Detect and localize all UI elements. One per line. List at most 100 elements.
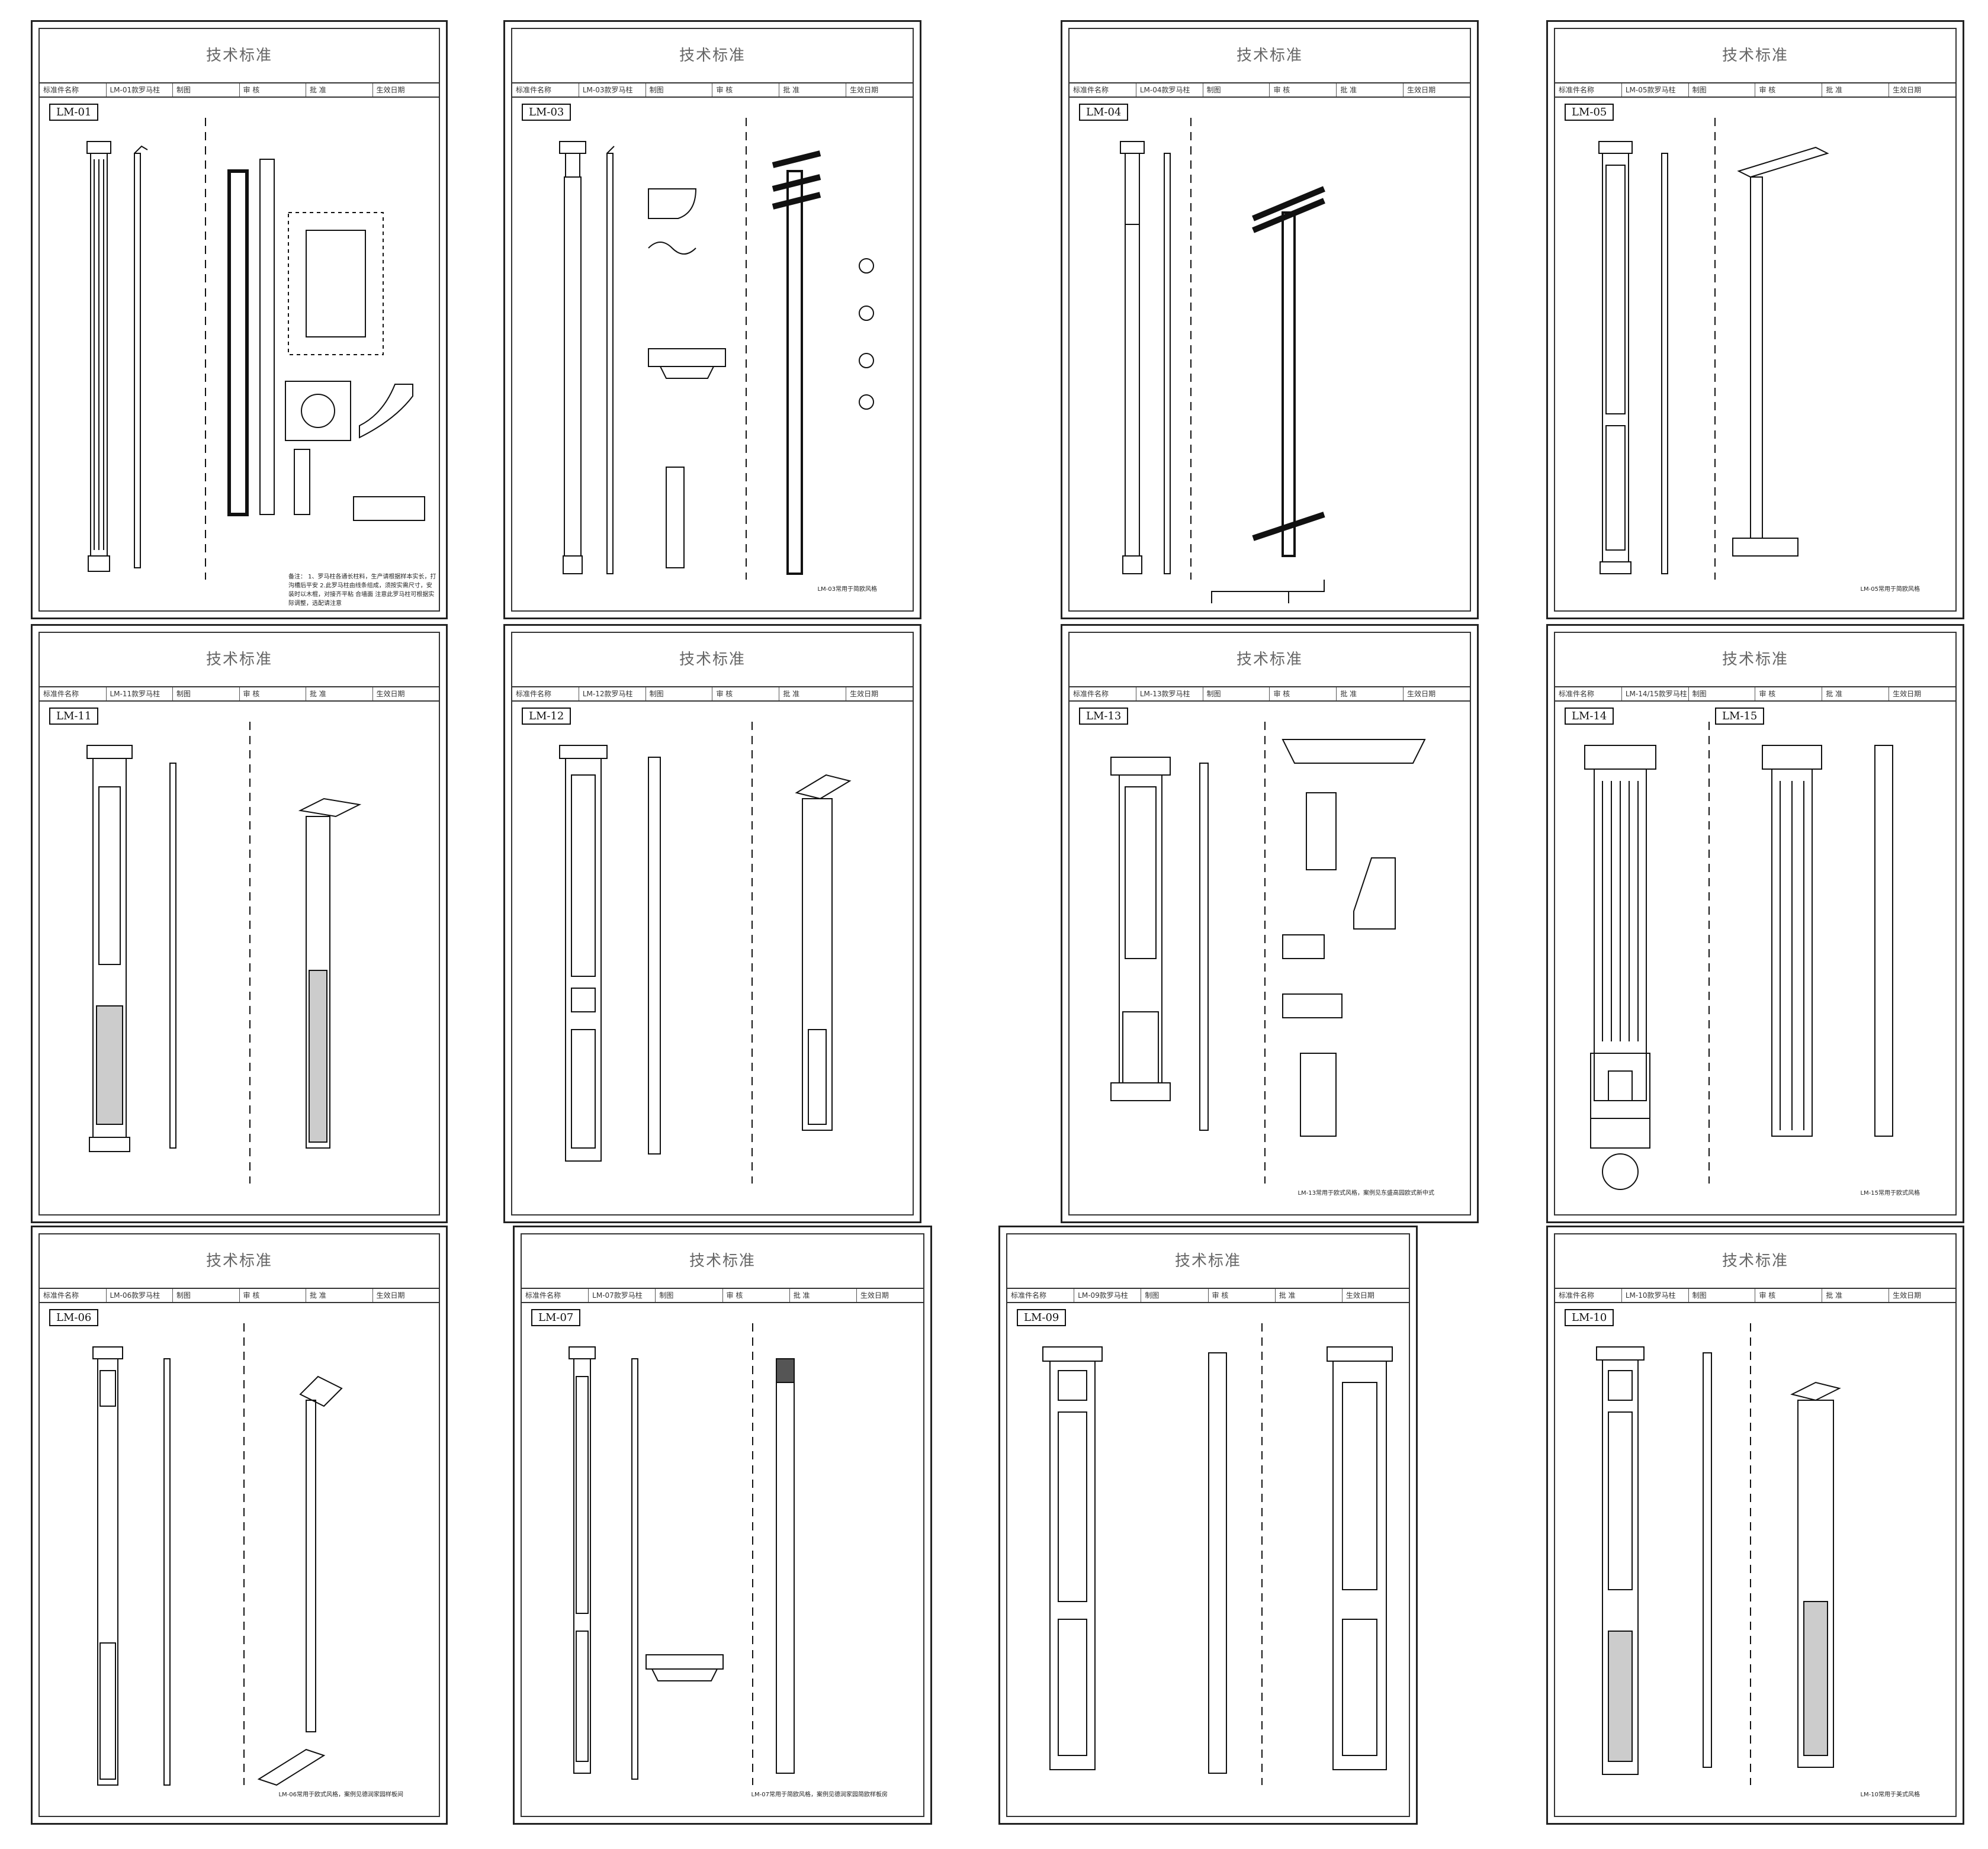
col-approve-label: 批 准: [790, 1289, 857, 1302]
col-review-label: 审 核: [712, 687, 780, 700]
title-block: 标准件名称 LM-06款罗马柱 制图 审 核 批 准 生效日期: [40, 1288, 439, 1303]
title-block: 标准件名称 LM-11款罗马柱 制图 审 核 批 准 生效日期: [40, 686, 439, 702]
sheet-frame: 技术标准 标准件名称 LM-12款罗马柱 制图 审 核 批 准 生效日期 LM-…: [511, 632, 914, 1215]
sheet-title: 技术标准: [689, 1252, 756, 1270]
col-drawing-label: 制图: [646, 687, 713, 700]
sheet-lm-03: 技术标准 标准件名称 LM-03款罗马柱 制图 审 核 批 准 生效日期 LM-…: [503, 20, 921, 619]
sheet-note: 备注： 1、罗马柱各通长柱料，生产请根据样本实长，打沟槽后平安 2.此罗马柱由线…: [288, 574, 436, 607]
sheet-lm-13: 技术标准 标准件名称 LM-13款罗马柱 制图 审 核 批 准 生效日期 LM-…: [1061, 624, 1479, 1223]
part-name: LM-07款罗马柱: [589, 1289, 656, 1302]
part-name: LM-10款罗马柱: [1622, 1289, 1689, 1302]
column-drawing: [1584, 722, 1893, 1190]
col-drawing-label: 制图: [173, 687, 240, 700]
col-approve-label: 批 准: [306, 1289, 373, 1302]
title-block: 标准件名称 LM-13款罗马柱 制图 审 核 批 准 生效日期: [1070, 686, 1470, 702]
sheet-lm-01: 技术标准 标准件名称 LM-01款罗马柱 制图 审 核 批 准 生效日期 LM-…: [31, 20, 448, 619]
title-block: 标准件名称 LM-10款罗马柱 制图 审 核 批 准 生效日期: [1555, 1288, 1955, 1303]
col-review-label: 审 核: [712, 83, 780, 97]
col-date-label: 生效日期: [1893, 1291, 1922, 1300]
column-drawing: [1598, 118, 1829, 580]
drawing-code: LM-01: [49, 104, 99, 121]
sheet-title: 技术标准: [679, 651, 746, 668]
drawing-code: LM-03: [522, 104, 571, 121]
col-review-label: 审 核: [240, 687, 306, 700]
part-name: LM-04款罗马柱: [1136, 83, 1203, 97]
col-name-label: 标准件名称: [40, 687, 107, 700]
col-name-label: 标准件名称: [1070, 687, 1136, 700]
col-name-label: 标准件名称: [1555, 83, 1622, 97]
col-name-label: 标准件名称: [522, 1289, 589, 1302]
column-drawing: [1110, 722, 1426, 1184]
sheet-frame: 技术标准 标准件名称 LM-04款罗马柱 制图 审 核 批 准 生效日期 LM-…: [1068, 28, 1471, 612]
col-review-label: 审 核: [1755, 83, 1823, 97]
col-date-label: 生效日期: [1345, 1291, 1374, 1300]
sheet-frame: 技术标准 标准件名称 LM-10款罗马柱 制图 审 核 批 准 生效日期 LM-…: [1554, 1233, 1957, 1817]
col-approve-label: 批 准: [306, 83, 373, 97]
title-block: 标准件名称 LM-07款罗马柱 制图 审 核 批 准 生效日期: [522, 1288, 923, 1303]
col-drawing-label: 制图: [656, 1289, 723, 1302]
col-drawing-label: 制图: [1689, 1289, 1756, 1302]
drawing-code: LM-10: [1565, 1309, 1614, 1326]
sheet-footnote: LM-06常用于欧式风格，案例见德润家园样板间: [278, 1792, 403, 1798]
col-approve-label: 批 准: [1337, 83, 1404, 97]
col-name-label: 标准件名称: [1555, 1289, 1622, 1302]
col-date-label: 生效日期: [1407, 690, 1436, 698]
col-review-label: 审 核: [240, 1289, 306, 1302]
sheet-title: 技术标准: [205, 1252, 272, 1270]
col-drawing-label: 制图: [1203, 687, 1270, 700]
sheet-frame: 技术标准 标准件名称 LM-14/15款罗马柱 制图 审 核 批 准 生效日期 …: [1554, 632, 1957, 1215]
sheet-lm-09: 技术标准 标准件名称 LM-09款罗马柱 制图 审 核 批 准 生效日期 LM-…: [998, 1226, 1418, 1825]
col-date-label: 生效日期: [1407, 86, 1436, 94]
col-name-label: 标准件名称: [40, 83, 107, 97]
part-name: LM-09款罗马柱: [1074, 1289, 1142, 1302]
sheet-frame: 技术标准 标准件名称 LM-03款罗马柱 制图 审 核 批 准 生效日期 LM-…: [511, 28, 914, 612]
column-drawing: [559, 722, 852, 1184]
drawing-code: LM-09: [1017, 1309, 1067, 1326]
drawing-code: LM-13: [1079, 708, 1129, 725]
drawing-code: LM-05: [1565, 104, 1614, 121]
sheet-footnote: LM-13常用于欧式风格，案例见东盛高园欧式新中式: [1298, 1190, 1434, 1197]
part-name: LM-12款罗马柱: [579, 687, 646, 700]
sheet-lm-05: 技术标准 标准件名称 LM-05款罗马柱 制图 审 核 批 准 生效日期 LM-…: [1546, 20, 1964, 619]
col-date-label: 生效日期: [1893, 86, 1922, 94]
sheet-frame: 技术标准 标准件名称 LM-13款罗马柱 制图 审 核 批 准 生效日期 LM-…: [1068, 632, 1471, 1215]
col-date-label: 生效日期: [376, 1291, 405, 1300]
sheet-title: 技术标准: [205, 47, 272, 65]
column-drawing: [569, 1323, 795, 1785]
col-drawing-label: 制图: [1141, 1289, 1209, 1302]
column-drawing: [559, 118, 874, 580]
col-review-label: 审 核: [1209, 1289, 1276, 1302]
drawing-code-2: LM-15: [1715, 708, 1765, 725]
part-name: LM-01款罗马柱: [107, 83, 173, 97]
sheet-lm-10: 技术标准 标准件名称 LM-10款罗马柱 制图 审 核 批 准 生效日期 LM-…: [1546, 1226, 1964, 1825]
sheet-title: 技术标准: [679, 47, 746, 65]
col-review-label: 审 核: [1270, 687, 1337, 700]
sheet-frame: 技术标准 标准件名称 LM-07款罗马柱 制图 审 核 批 准 生效日期 LM-…: [521, 1233, 924, 1817]
col-name-label: 标准件名称: [512, 83, 579, 97]
column-drawing: [1042, 1323, 1393, 1785]
col-drawing-label: 制图: [1689, 687, 1756, 700]
col-date-label: 生效日期: [850, 86, 879, 94]
sheet-title: 技术标准: [205, 651, 272, 668]
sheet-lm-11: 技术标准 标准件名称 LM-11款罗马柱 制图 审 核 批 准 生效日期 LM-…: [31, 624, 448, 1223]
sheet-lm-04: 技术标准 标准件名称 LM-04款罗马柱 制图 审 核 批 准 生效日期 LM-…: [1061, 20, 1479, 619]
col-date-label: 生效日期: [376, 690, 405, 698]
sheet-frame: 技术标准 标准件名称 LM-06款罗马柱 制图 审 核 批 准 生效日期 LM-…: [38, 1233, 440, 1817]
column-drawing: [1596, 1323, 1841, 1785]
sheet-lm-14-15: 技术标准 标准件名称 LM-14/15款罗马柱 制图 审 核 批 准 生效日期 …: [1546, 624, 1964, 1223]
title-block: 标准件名称 LM-01款罗马柱 制图 审 核 批 准 生效日期: [40, 82, 439, 98]
col-approve-label: 批 准: [1337, 687, 1404, 700]
sheet-lm-12: 技术标准 标准件名称 LM-12款罗马柱 制图 审 核 批 准 生效日期 LM-…: [503, 624, 921, 1223]
sheet-frame: 技术标准 标准件名称 LM-11款罗马柱 制图 审 核 批 准 生效日期 LM-…: [38, 632, 440, 1215]
col-name-label: 标准件名称: [512, 687, 579, 700]
title-block: 标准件名称 LM-05款罗马柱 制图 审 核 批 准 生效日期: [1555, 82, 1955, 98]
col-date-label: 生效日期: [1893, 690, 1922, 698]
sheet-frame: 技术标准 标准件名称 LM-09款罗马柱 制图 审 核 批 准 生效日期 LM-…: [1006, 1233, 1410, 1817]
sheet-title: 技术标准: [1236, 651, 1303, 668]
col-review-label: 审 核: [240, 83, 306, 97]
column-drawing: [92, 1323, 343, 1786]
col-approve-label: 批 准: [1822, 83, 1890, 97]
title-block: 标准件名称 LM-09款罗马柱 制图 审 核 批 准 生效日期: [1007, 1288, 1409, 1303]
col-review-label: 审 核: [1270, 83, 1337, 97]
title-block: 标准件名称 LM-03款罗马柱 制图 审 核 批 准 生效日期: [512, 82, 913, 98]
